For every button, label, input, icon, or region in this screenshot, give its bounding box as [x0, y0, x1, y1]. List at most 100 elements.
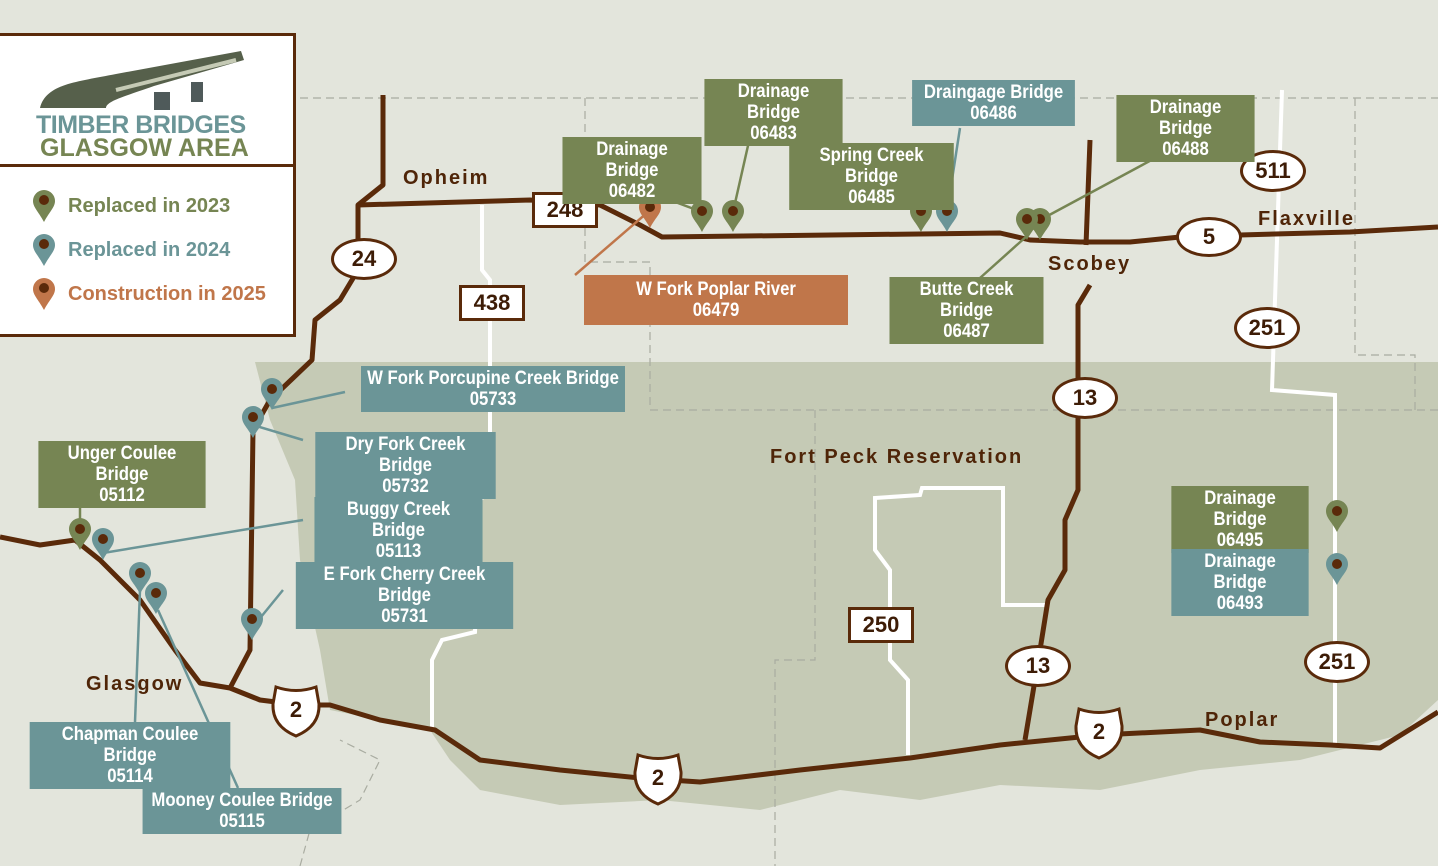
bridge-name: E Fork Cherry Creek Bridge [323, 564, 486, 606]
bridge-name: Draingage Bridge [923, 82, 1064, 103]
road-24 [227, 95, 386, 690]
us-2-shield-label: 2 [651, 765, 665, 790]
legend-item-2024: Replaced in 2024 [32, 233, 230, 267]
pin-dot [697, 206, 707, 216]
us-2-shield-label: 2 [1092, 719, 1106, 744]
legend-label: Replaced in 2023 [68, 194, 231, 217]
bridge-name: Buggy Creek Bridge [346, 499, 451, 541]
highway-13-shield: 13 [1052, 377, 1118, 419]
bridge-id: 06483 [750, 123, 797, 144]
bridge-name: W Fork Poplar River [636, 279, 796, 300]
bridge-name: Drainage Bridge [596, 139, 668, 181]
bridge-pin-05732[interactable] [242, 406, 264, 438]
bridge-id: 06482 [608, 181, 656, 202]
highway-251-shield: 251 [1234, 307, 1300, 349]
town-scobey: Scobey [1048, 253, 1132, 275]
highway-511-shield: 511 [1240, 150, 1306, 192]
us-2-shield-label: 2 [289, 697, 303, 722]
highway-438-shield: 438 [459, 285, 525, 321]
bridge-pin-05731[interactable] [129, 562, 151, 594]
us-route-shield-icon [633, 753, 683, 806]
pin-dot [75, 524, 85, 534]
road-us2 [0, 534, 1438, 785]
logo-title-line2: GLASGOW AREA [40, 134, 249, 162]
bridge-id: 06493 [1216, 593, 1264, 614]
bridge-pin-06493[interactable] [1326, 553, 1348, 585]
bridge-pin-06495[interactable] [1326, 500, 1348, 532]
highways [0, 95, 1438, 785]
highway-251-shield: 251 [1304, 641, 1370, 683]
bridge-name: Drainage Bridge [1149, 97, 1222, 139]
bridge-id: 06486 [970, 103, 1017, 124]
reservation-area [255, 362, 1438, 810]
pin-dot [267, 384, 277, 394]
bridge-id: 06479 [692, 300, 740, 321]
pin-dot [1022, 214, 1032, 224]
bridge-name: Dry Fork Creek Bridge [345, 434, 466, 476]
logo-title-line1: TIMBER BRIDGES [36, 111, 246, 139]
pin-dot [151, 588, 161, 598]
reservation-label: Fort Peck Reservation [770, 446, 1024, 468]
pin-dot [1332, 559, 1342, 569]
bridge-name: Mooney Coulee Bridge [151, 790, 333, 811]
road-13 [1022, 139, 1093, 741]
bridge-id: 05115 [219, 811, 265, 832]
pin-dot [248, 412, 258, 422]
bridge-pin-06483[interactable] [722, 200, 744, 232]
town-poplar: Poplar [1205, 709, 1280, 731]
teal-pin-icon [33, 234, 55, 266]
highway-5-shield: 5 [1176, 217, 1242, 257]
bridge-pin-05113[interactable] [92, 528, 114, 560]
legend-label: Replaced in 2024 [68, 238, 231, 261]
legend-panel: TIMBER BRIDGES GLASGOW AREA Replaced in … [0, 33, 296, 337]
bridge-id: 05733 [469, 389, 517, 410]
bridge-id: 06488 [1162, 139, 1209, 160]
road-250 [873, 486, 1048, 755]
bridge-name: Butte Creek Bridge [919, 279, 1014, 321]
town-opheim: Opheim [403, 167, 490, 189]
bridge-pins [69, 196, 1348, 640]
bridge-id: 06487 [943, 321, 990, 342]
bridge-id: 05731 [381, 606, 428, 627]
legend-item-2025: Construction in 2025 [32, 277, 266, 311]
bridge-pin-06479[interactable] [639, 196, 661, 228]
bridge-pin-05115[interactable] [145, 582, 167, 614]
highway-13-shield: 13 [1005, 645, 1071, 687]
pin-dot [135, 568, 145, 578]
bridge-id: 06495 [1216, 530, 1264, 551]
bridge-id: 06485 [848, 187, 895, 208]
bridge-pin-06482[interactable] [691, 200, 713, 232]
pin-dot [645, 202, 655, 212]
green-pin-icon [33, 190, 55, 222]
bridge-pin-05114[interactable] [241, 608, 263, 640]
legend-divider [0, 164, 293, 167]
bridge-name: Drainage Bridge [1204, 488, 1276, 530]
bridge-id: 05114 [107, 766, 153, 787]
pin-dot [728, 206, 738, 216]
bridge-pin-06487[interactable] [1016, 208, 1038, 240]
legend-item-2023: Replaced in 2023 [32, 189, 230, 223]
bridge-id: 05732 [382, 476, 429, 497]
legend-label: Construction in 2025 [68, 282, 266, 305]
us-route-shield-icon [271, 685, 321, 738]
bridge-pin-05733[interactable] [261, 378, 283, 410]
highway-250-shield: 250 [848, 607, 914, 643]
bridge-pin-05112[interactable] [69, 518, 91, 550]
bridge-name: Chapman Coulee Bridge [61, 724, 199, 766]
